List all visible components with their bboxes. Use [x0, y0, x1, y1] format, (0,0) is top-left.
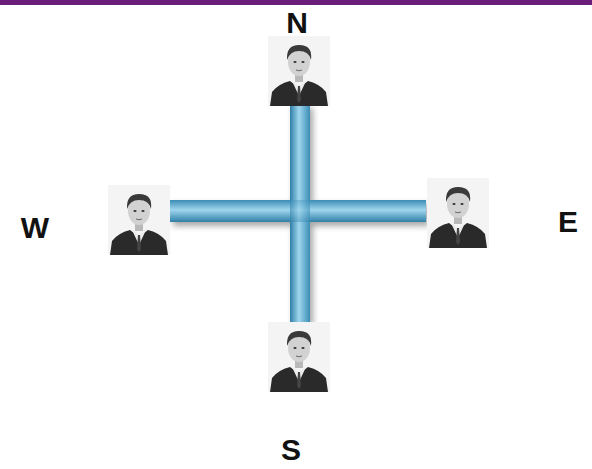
top-rule: [0, 0, 592, 5]
portrait-west: [108, 185, 170, 255]
compass-letter: W: [21, 213, 49, 243]
cross-bars: [170, 104, 426, 322]
portrait-east: [427, 178, 489, 248]
portrait-north: [268, 36, 330, 106]
compass-letter: E: [558, 207, 578, 237]
portrait-south: [268, 322, 330, 392]
compass-letter: S: [281, 435, 301, 465]
compass-letter: N: [286, 8, 308, 38]
